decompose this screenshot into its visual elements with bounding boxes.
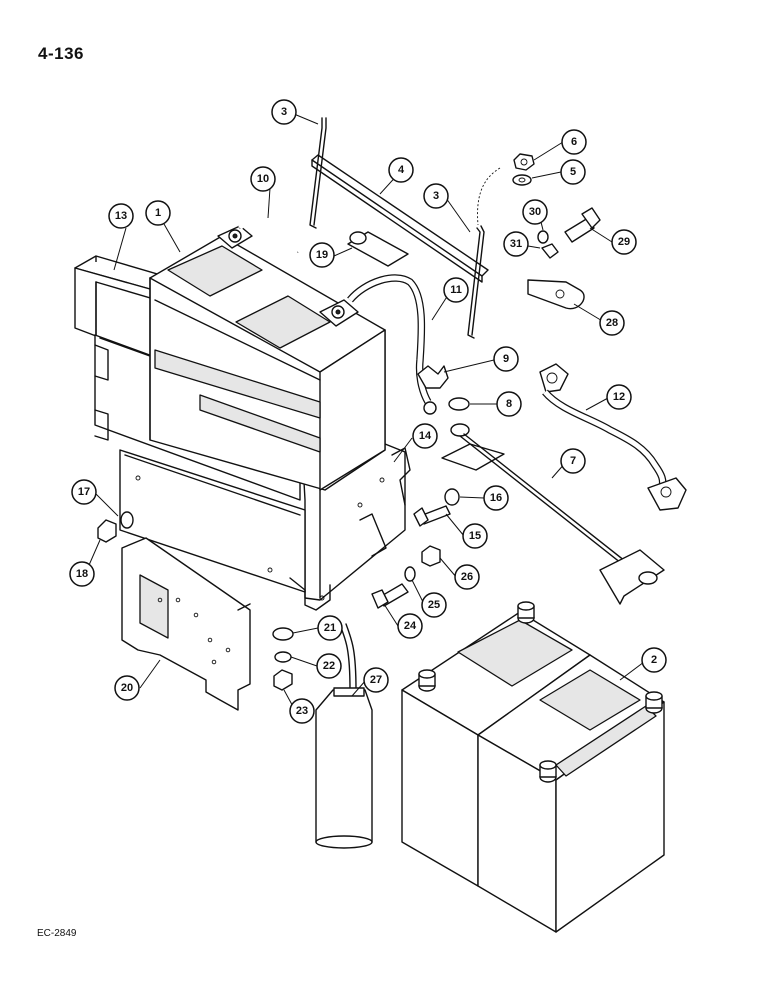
svg-text:3: 3 — [433, 190, 439, 202]
callout-7: 7 — [560, 448, 586, 474]
callout-30: 30 — [522, 199, 548, 225]
mounting-bracket — [121, 537, 251, 711]
callout-23: 23 — [289, 698, 315, 724]
svg-text:31: 31 — [510, 238, 522, 250]
callout-25: 25 — [421, 592, 447, 618]
callout-3b: 3 — [423, 183, 449, 209]
callout-4: 4 — [388, 157, 414, 183]
svg-text:12: 12 — [613, 391, 625, 403]
svg-text:3: 3 — [281, 106, 287, 118]
clip-hardware — [527, 207, 601, 310]
nut-washer-top — [477, 153, 535, 226]
callout-14: 14 — [412, 423, 438, 449]
hold-down-rod — [441, 423, 665, 605]
svg-text:5: 5 — [570, 166, 576, 178]
svg-text:1: 1 — [155, 207, 161, 219]
callout-17: 17 — [71, 479, 97, 505]
callout-24: 24 — [397, 613, 423, 639]
svg-text:18: 18 — [76, 568, 88, 580]
figure-code: EC-2849 — [37, 928, 77, 939]
svg-text:9: 9 — [503, 353, 509, 365]
svg-text:24: 24 — [404, 620, 417, 632]
callout-16: 16 — [483, 485, 509, 511]
callout-9: 9 — [493, 346, 519, 372]
callout-19: 19 — [309, 242, 335, 268]
svg-text:4: 4 — [398, 164, 405, 176]
svg-text:15: 15 — [469, 530, 481, 542]
svg-text:14: 14 — [419, 430, 432, 442]
callout-6: 6 — [561, 129, 587, 155]
battery-pair — [401, 601, 665, 933]
svg-text:26: 26 — [461, 571, 473, 583]
callout-12: 12 — [606, 384, 632, 410]
callout-8: 8 — [496, 391, 522, 417]
callout-13: 13 — [108, 203, 134, 229]
svg-text:8: 8 — [506, 398, 512, 410]
svg-text:17: 17 — [78, 486, 90, 498]
svg-text:2: 2 — [651, 654, 657, 666]
main-battery — [149, 235, 386, 491]
svg-text:27: 27 — [370, 674, 382, 686]
callout-15: 15 — [462, 523, 488, 549]
electrolyte-bottle — [315, 623, 373, 849]
callout-2: 2 — [641, 647, 667, 673]
leader-lines — [85, 113, 645, 713]
svg-text:6: 6 — [571, 136, 577, 148]
svg-text:11: 11 — [450, 284, 462, 296]
cable-sleeve — [347, 231, 409, 267]
callout-20: 20 — [114, 675, 140, 701]
callout-10: 10 — [250, 166, 276, 192]
callout-1: 1 — [145, 200, 171, 226]
callout-18: 18 — [69, 561, 95, 587]
callout-22: 22 — [316, 653, 342, 679]
washer-8 — [448, 397, 470, 411]
hold-down-bar — [311, 154, 489, 283]
svg-text:19: 19 — [316, 249, 328, 261]
callout-29: 29 — [611, 229, 637, 255]
svg-text:13: 13 — [115, 210, 127, 222]
nut-set-bracket — [272, 627, 294, 691]
page-number: 4-136 — [38, 44, 84, 63]
battery-terminals — [217, 225, 359, 327]
washer-nut-left — [97, 511, 134, 543]
svg-text:30: 30 — [529, 206, 541, 218]
ground-cable — [347, 274, 437, 415]
svg-text:29: 29 — [618, 236, 630, 248]
callout-31: 31 — [503, 231, 529, 257]
svg-text:16: 16 — [490, 492, 502, 504]
svg-text:7: 7 — [570, 455, 576, 467]
svg-text:22: 22 — [323, 660, 335, 672]
bolt-washer-right — [413, 488, 460, 527]
svg-text:28: 28 — [606, 317, 618, 329]
callout-26: 26 — [454, 564, 480, 590]
jumper-cable — [539, 363, 687, 511]
callout-5: 5 — [560, 159, 586, 185]
callout-28: 28 — [599, 310, 625, 336]
callout-3a: 3 — [271, 99, 297, 125]
svg-text:25: 25 — [428, 599, 440, 611]
svg-text:20: 20 — [121, 682, 133, 694]
callout-11: 11 — [443, 277, 469, 303]
bolt-set-lower — [371, 545, 441, 609]
svg-text:10: 10 — [257, 173, 269, 185]
svg-text:21: 21 — [324, 622, 336, 634]
j-bolts — [309, 117, 485, 339]
svg-text:23: 23 — [296, 705, 308, 717]
callout-21: 21 — [317, 615, 343, 641]
callout-27: 27 — [363, 667, 389, 693]
